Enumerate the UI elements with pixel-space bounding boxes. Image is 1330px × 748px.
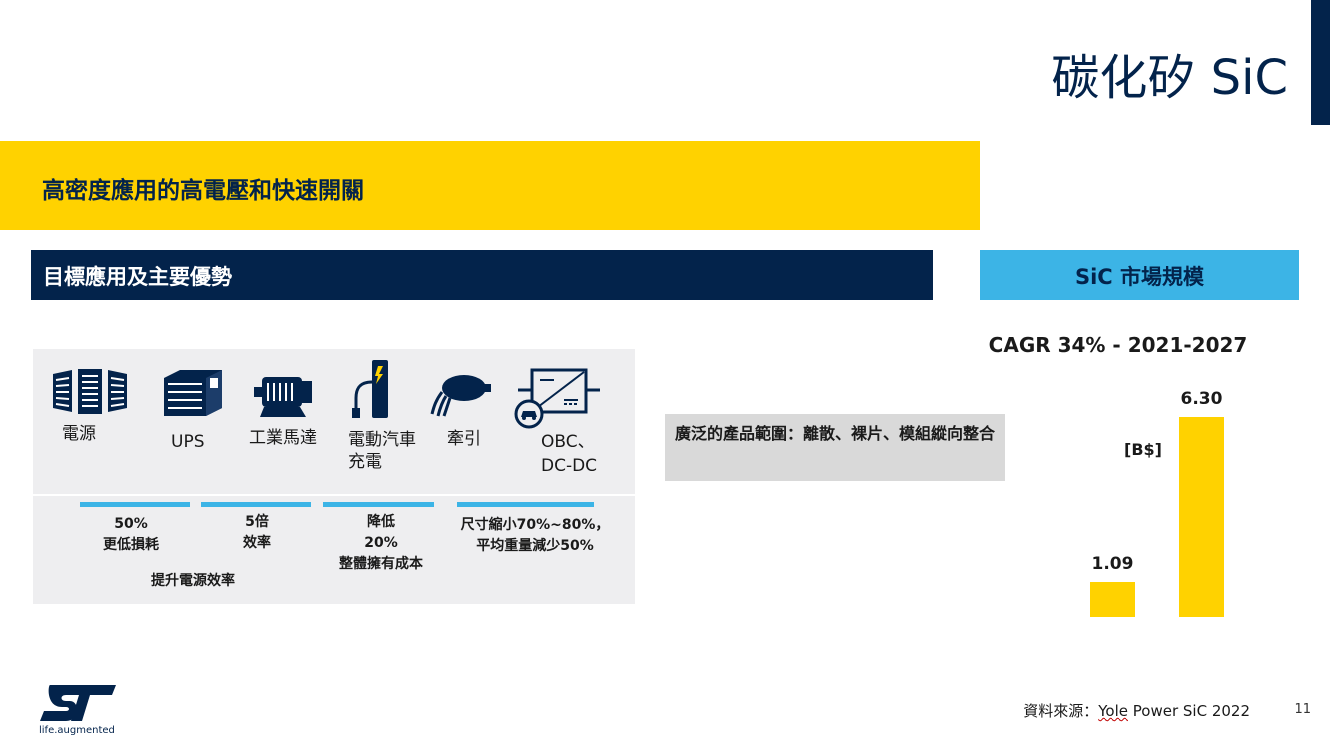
applications-panel <box>33 349 635 604</box>
app-label-industrial-motor: 工業馬達 <box>249 428 317 448</box>
page-title: 碳化矽 SiC <box>1051 50 1288 106</box>
source-rest: Power SiC 2022 <box>1128 702 1250 720</box>
advantage-cost-line1: 降低 <box>367 514 395 530</box>
app-label-traction: 牽引 <box>447 429 481 449</box>
page-number: 11 <box>1294 702 1311 717</box>
chart-bar-2021 <box>1090 582 1135 617</box>
advantage-efficiency-value: 5倍 <box>245 514 269 530</box>
app-label-ev-charging-line2: 充電 <box>348 452 382 472</box>
advantage-cost-desc: 整體擁有成本 <box>339 556 423 572</box>
advantage-loss-desc: 更低損耗 <box>103 537 159 553</box>
advantage-underline <box>201 502 311 507</box>
advantage-efficiency-desc: 效率 <box>243 535 271 551</box>
chart-title: CAGR 34% - 2021-2027 <box>988 333 1248 357</box>
advantage-underline <box>323 502 434 507</box>
headline-banner: 高密度應用的高電壓和快速開關 <box>0 141 980 230</box>
source-link-text: Yole <box>1098 702 1128 720</box>
dc-dc-converter-icon <box>512 366 604 430</box>
product-scope-box: 廣泛的產品範圍：離散、裸片、模組縱向整合 <box>665 414 1005 481</box>
chart-unit-label: [B$] <box>1124 440 1162 459</box>
advantage-size: 尺寸縮小70%~80%， 平均重量減少50% <box>450 515 620 557</box>
panel-divider <box>33 494 635 496</box>
traction-motor-icon <box>430 372 492 418</box>
section-header-market-label: SiC 市場規模 <box>1074 265 1205 289</box>
advantage-loss-value: 50% <box>114 516 148 532</box>
advantage-cost-value: 20% <box>364 535 398 551</box>
power-supply-icon <box>52 368 128 418</box>
chart-bar-2027 <box>1179 417 1224 617</box>
app-label-power-supply: 電源 <box>62 424 96 444</box>
section-header-applications-label: 目標應用及主要優勢 <box>43 265 232 289</box>
headline-text: 高密度應用的高電壓和快速開關 <box>42 178 364 204</box>
product-scope-text: 廣泛的產品範圍：離散、裸片、模組縱向整合 <box>675 424 996 443</box>
corner-accent-bar <box>1311 0 1330 125</box>
advantage-size-line1: 尺寸縮小70%~80%， <box>460 517 610 533</box>
section-header-market: SiC 市場規模 <box>980 250 1299 300</box>
advantage-loss: 50% 更低損耗 <box>80 514 182 556</box>
chart-value-label-2027: 6.30 <box>1180 389 1223 409</box>
ups-icon <box>160 368 224 418</box>
advantage-underline <box>80 502 190 507</box>
advantage-efficiency: 5倍 效率 <box>207 512 307 554</box>
app-label-ups: UPS <box>171 432 205 452</box>
advantage-cost: 降低 20% 整體擁有成本 <box>326 512 436 575</box>
advantage-group-label: 提升電源效率 <box>151 573 235 589</box>
advantage-size-line2: 平均重量減少50% <box>476 538 594 554</box>
source-prefix: 資料來源： <box>1023 702 1099 720</box>
st-logo <box>38 681 118 737</box>
app-label-obc: OBC、 <box>541 432 595 452</box>
motor-icon <box>252 370 314 420</box>
section-header-applications: 目標應用及主要優勢 <box>31 250 933 300</box>
logo-tagline: life.augmented <box>39 725 115 736</box>
source-citation: 資料來源：Yole Power SiC 2022 <box>1023 700 1250 721</box>
app-label-obc-line2: DC-DC <box>541 456 598 476</box>
ev-charger-icon <box>350 358 400 420</box>
advantage-underline <box>457 502 594 507</box>
app-label-ev-charging: 電動汽車 <box>348 430 416 450</box>
chart-value-label-2021: 1.09 <box>1091 554 1134 575</box>
